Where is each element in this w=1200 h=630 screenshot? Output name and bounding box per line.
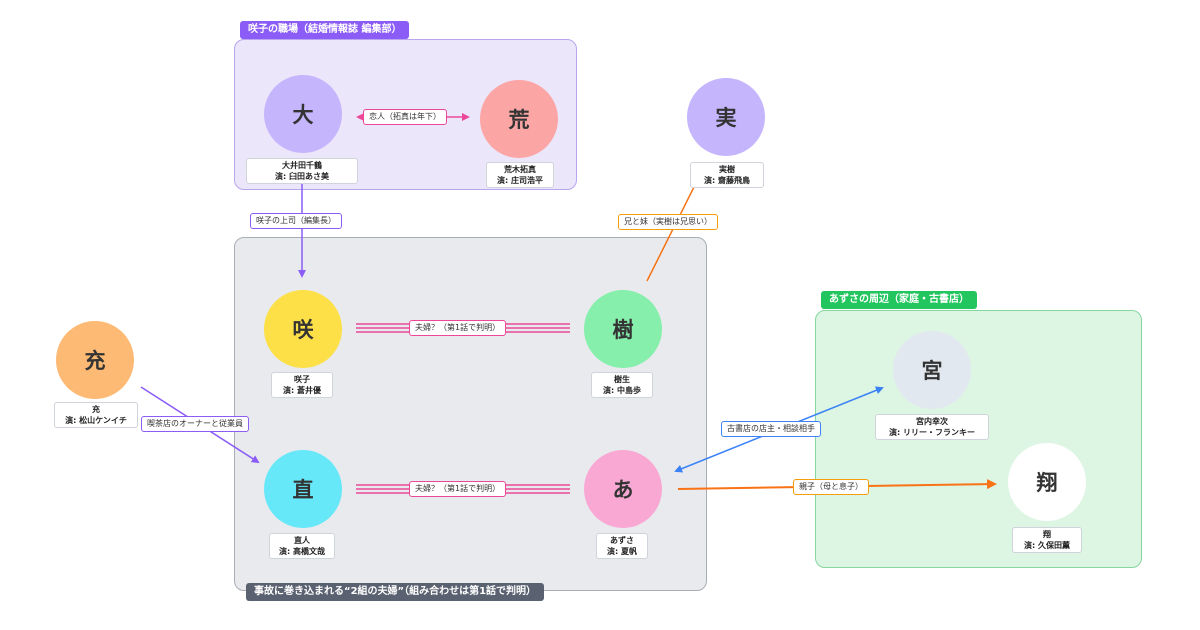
avatar-nao: 直 — [264, 450, 342, 528]
couple2-label: 夫婦？（第1話で判明） — [409, 481, 507, 497]
avatar-itsuki: 樹 — [584, 290, 662, 368]
namecard-ara: 荒木拓真 演: 庄司浩平 — [486, 162, 554, 188]
person-actor: 演: リリー・フランキー — [889, 428, 975, 437]
person-name: あずさ — [610, 536, 634, 545]
namecard-sho: 翔 演: 久保田薫 — [1012, 527, 1082, 553]
bookstore-label: 古書店の店主・相談相手 — [721, 421, 821, 437]
namecard-itsuki: 樹生 演: 中島歩 — [591, 372, 653, 398]
avatar-ara: 荒 — [480, 80, 558, 158]
avatar-miya: 宮 — [893, 331, 971, 409]
namecard-saki: 咲子 演: 蒼井優 — [271, 372, 333, 398]
person-name: 宮内幸次 — [916, 417, 948, 426]
person-name: 充 — [92, 405, 100, 414]
avatar-saki: 咲 — [264, 290, 342, 368]
person-name: 実樹 — [719, 165, 735, 174]
avatar-oi: 大 — [264, 75, 342, 153]
namecard-oi: 大井田千鶴 演: 臼田あさ美 — [246, 158, 358, 184]
couples-title: 事故に巻き込まれる“2組の夫婦”（組み合わせは第1話で判明） — [246, 583, 545, 601]
avatar-mitsuru: 充 — [56, 321, 134, 399]
person-name: 大井田千鶴 — [282, 161, 322, 170]
person-name: 咲子 — [294, 375, 310, 384]
couple1-label: 夫婦？（第1話で判明） — [409, 320, 507, 336]
workplace-title: 咲子の職場（結婚情報誌 編集部） — [240, 21, 410, 39]
namecard-nao: 直人 演: 高橋文哉 — [269, 533, 335, 559]
lovers-label: 恋人（拓真は年下） — [363, 109, 447, 125]
boss-label: 咲子の上司（編集長） — [250, 213, 342, 229]
person-actor: 演: 臼田あさ美 — [275, 172, 329, 181]
person-actor: 演: 久保田薫 — [1024, 541, 1070, 550]
avatar-azusa: あ — [584, 450, 662, 528]
avatar-minoru: 実 — [687, 78, 765, 156]
namecard-miya: 宮内幸次 演: リリー・フランキー — [875, 414, 989, 440]
namecard-azusa: あずさ 演: 夏帆 — [596, 533, 648, 559]
person-actor: 演: 齋藤飛鳥 — [704, 176, 750, 185]
person-actor: 演: 蒼井優 — [283, 386, 321, 395]
parent-label: 親子（母と息子） — [793, 479, 869, 495]
person-name: 直人 — [294, 536, 310, 545]
person-actor: 演: 夏帆 — [607, 547, 637, 556]
person-name: 翔 — [1043, 530, 1051, 539]
namecard-mitsuru: 充 演: 松山ケンイチ — [54, 402, 138, 428]
siblings-line — [646, 180, 698, 282]
person-actor: 演: 庄司浩平 — [497, 176, 543, 185]
avatar-sho: 翔 — [1008, 443, 1086, 521]
person-actor: 演: 松山ケンイチ — [65, 416, 127, 425]
siblings-label: 兄と妹（実樹は兄思い） — [618, 214, 718, 230]
namecard-minoru: 実樹 演: 齋藤飛鳥 — [690, 162, 764, 188]
azusa-surroundings-title: あずさの周辺（家庭・古書店） — [821, 291, 977, 309]
person-actor: 演: 高橋文哉 — [279, 547, 325, 556]
person-name: 樹生 — [614, 375, 630, 384]
person-name: 荒木拓真 — [504, 165, 536, 174]
cafe-label: 喫茶店のオーナーと従業員 — [141, 416, 249, 432]
person-actor: 演: 中島歩 — [603, 386, 641, 395]
